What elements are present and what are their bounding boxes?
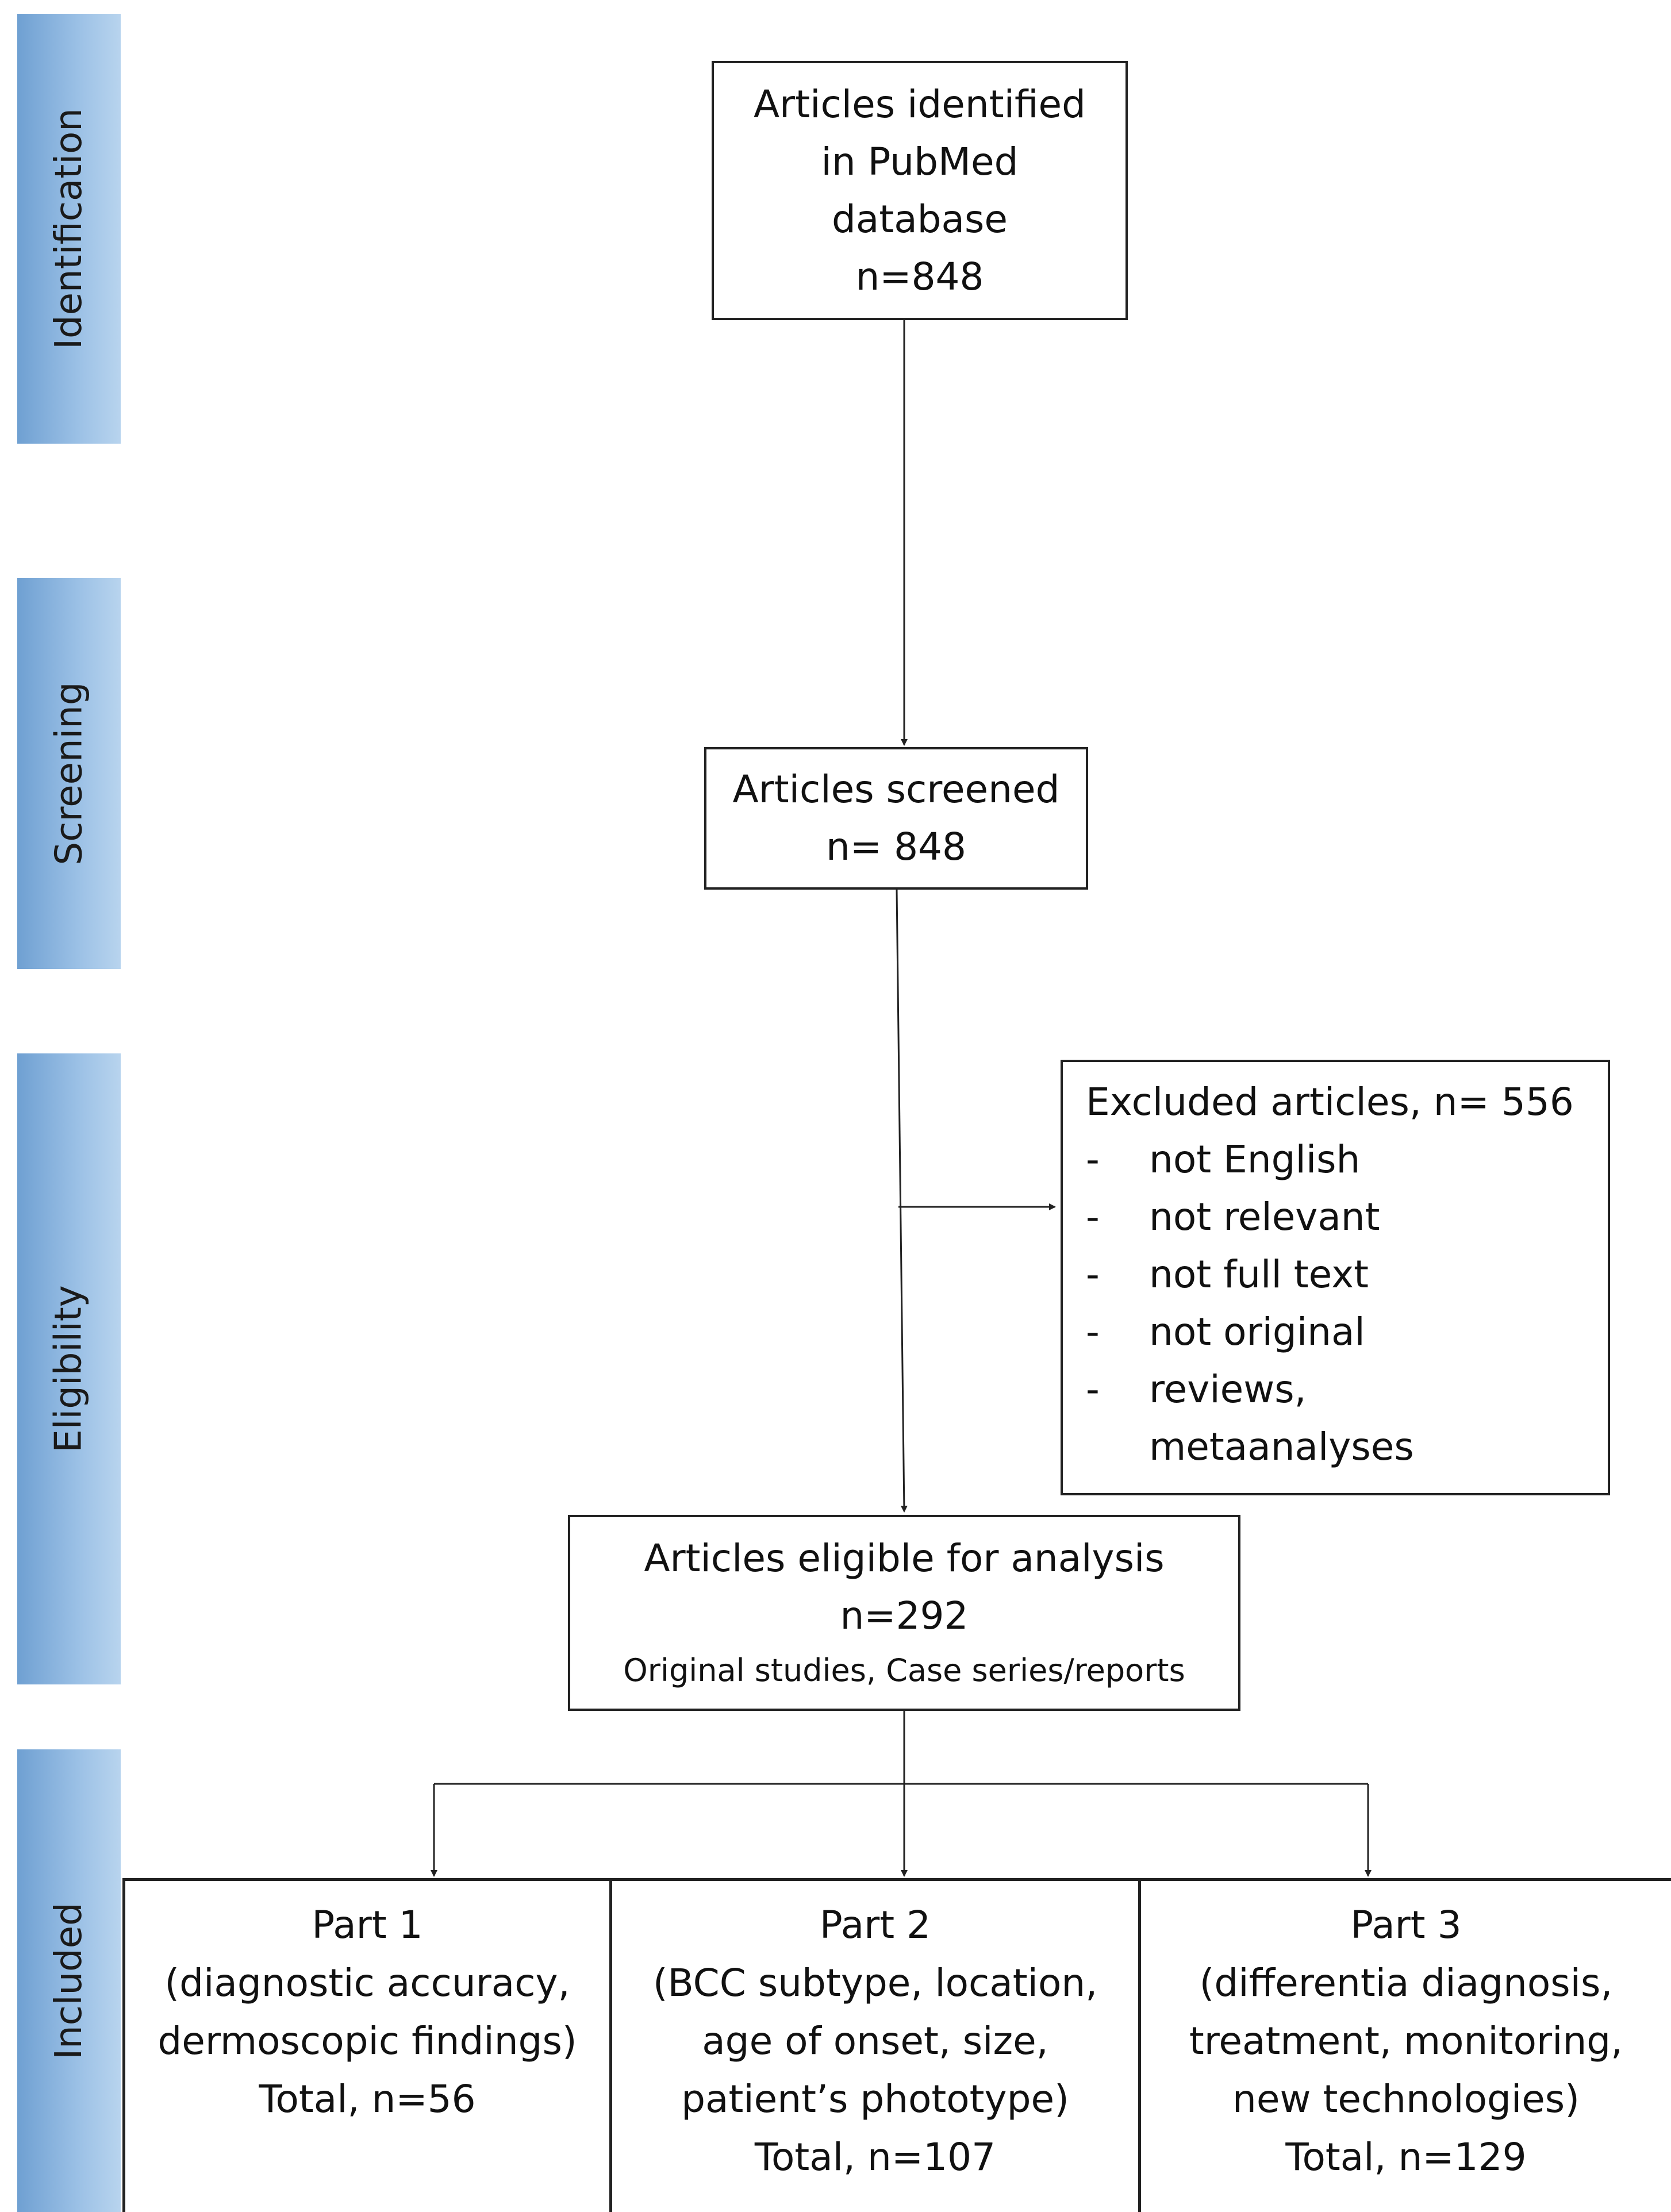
screened-line: Articles screened (732, 767, 1060, 811)
part-title: Part 3 (1350, 1903, 1462, 1947)
part-line: (diagnostic accuracy, (164, 1961, 570, 2005)
eligible-note: Original studies, Case series/reports (623, 1652, 1185, 1688)
part-total: Total, n=56 (259, 2077, 476, 2121)
part-title: Part 2 (819, 1903, 931, 1947)
excluded-item: -not original (1086, 1310, 1365, 1354)
part-line: treatment, monitoring, (1189, 2019, 1623, 2063)
excluded-item: metaanalyses (1149, 1425, 1414, 1469)
part-line: dermoscopic findings) (158, 2019, 577, 2063)
part1-box: Part 1 (diagnostic accuracy, dermoscopic… (122, 1878, 609, 2212)
part2-box: Part 2 (BCC subtype, location, age of on… (609, 1878, 1138, 2212)
part3-box: Part 3 (differentia diagnosis, treatment… (1138, 1878, 1671, 2212)
excluded-box: Excluded articles, n= 556 -not English -… (1061, 1060, 1610, 1495)
identified-line: in PubMed (821, 139, 1019, 184)
stage-eligibility: Eligibility (17, 1053, 121, 1684)
stage-screening: Screening (17, 578, 121, 969)
part-title: Part 1 (312, 1903, 423, 1947)
excluded-item: -reviews, (1086, 1367, 1307, 1411)
eligible-count: n=292 (840, 1593, 969, 1638)
eligible-line: Articles eligible for analysis (644, 1536, 1165, 1580)
excluded-item: -not full text (1086, 1252, 1369, 1297)
stage-included: Included (17, 1749, 121, 2212)
identified-line: database (832, 197, 1008, 241)
stage-identification: Identification (17, 14, 121, 444)
screened-count: n= 848 (825, 825, 967, 869)
part-total: Total, n=129 (1285, 2135, 1527, 2179)
part-line: new technologies) (1232, 2077, 1580, 2121)
part-line: age of onset, size, (702, 2019, 1048, 2063)
excluded-item: -not English (1086, 1137, 1361, 1182)
excluded-title: Excluded articles, n= 556 (1086, 1080, 1574, 1124)
screened-box: Articles screened n= 848 (704, 747, 1088, 890)
identified-line: Articles identified (753, 82, 1086, 126)
eligible-box: Articles eligible for analysis n=292 Ori… (568, 1515, 1240, 1711)
identified-count: n=848 (855, 254, 984, 299)
part-line: patient’s phototype) (681, 2077, 1069, 2121)
part-line: (differentia diagnosis, (1199, 1961, 1613, 2005)
part-line: (BCC subtype, location, (652, 1961, 1098, 2005)
arrow-screened-to-eligible (896, 889, 908, 1513)
excluded-item: -not relevant (1086, 1195, 1380, 1239)
part-total: Total, n=107 (754, 2135, 996, 2179)
identified-box: Articles identified in PubMed database n… (712, 61, 1128, 320)
